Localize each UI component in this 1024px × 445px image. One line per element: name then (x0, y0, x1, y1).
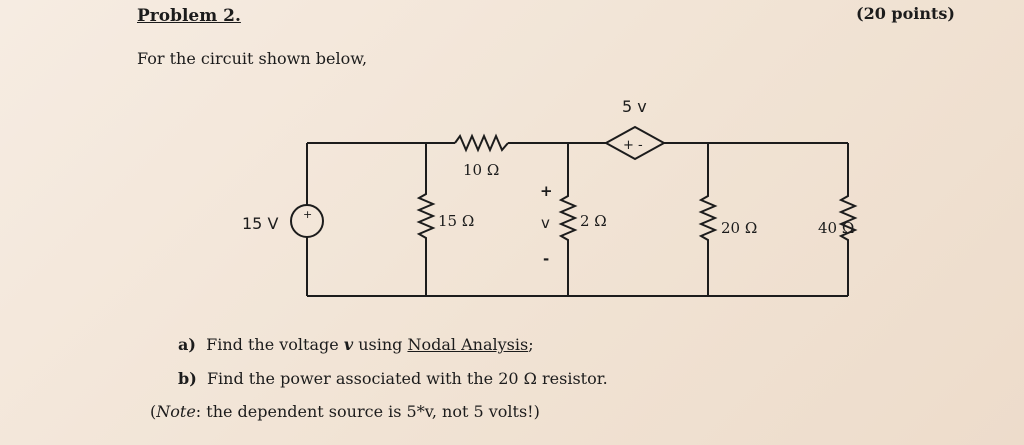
r-left-label: 15 Ω (438, 212, 474, 230)
question-b-prefix: b) (178, 369, 197, 388)
resistor-10 (454, 133, 509, 153)
problem-title: Problem 2. (137, 6, 241, 26)
note: (Note: the dependent source is 5*v, not … (150, 402, 540, 421)
intro-text: For the circuit shown below, (137, 49, 368, 68)
note-text: : the dependent source is 5*v, not 5 vol… (195, 402, 540, 421)
r-right2-label: 40 Ω (818, 219, 854, 237)
resistor-20 (698, 143, 718, 296)
question-b-text: Find the power associated with the 20 Ω … (206, 369, 608, 388)
dep-source-polarity: + - (623, 138, 643, 153)
voltage-source-label: 15 V (242, 214, 278, 233)
dep-source-label: 5 v (622, 97, 647, 116)
question-a-method: Nodal Analysis (407, 335, 529, 354)
question-a-text: Find the voltage (206, 335, 344, 354)
question-a: a) Find the voltage v using Nodal Analys… (178, 335, 534, 354)
r-right1-label: 20 Ω (721, 219, 757, 237)
resistor-40 (838, 143, 858, 296)
resistor-2 (558, 143, 578, 296)
note-label: Note (156, 402, 196, 421)
question-a-end: ; (528, 335, 534, 354)
question-b: b) Find the power associated with the 20… (178, 369, 608, 388)
r-top-label: 10 Ω (463, 161, 499, 179)
question-a-mid: using (353, 335, 408, 354)
v-plus-label: + (540, 182, 553, 200)
question-a-var: v (343, 335, 354, 354)
note-open: ( (150, 402, 157, 421)
v-minus-label: - (543, 250, 549, 268)
points-label: (20 points) (856, 4, 955, 23)
r-mid-label: 2 Ω (580, 212, 607, 230)
v-label: v (541, 214, 550, 232)
resistor-15 (416, 143, 436, 296)
question-a-prefix: a) (178, 335, 196, 354)
source-plus-icon: + (303, 208, 312, 221)
